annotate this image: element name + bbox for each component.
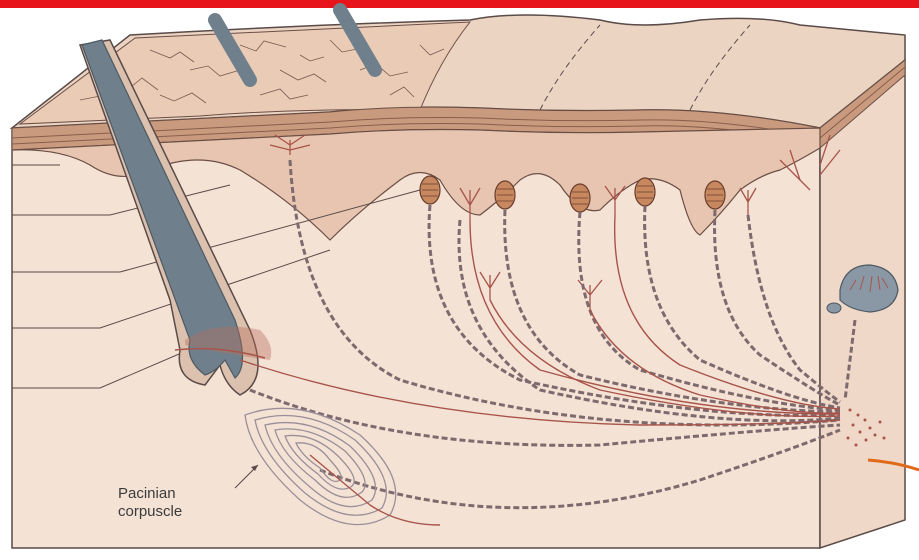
pacinian-label-line1: Pacinian: [118, 485, 176, 502]
top-red-bar: [0, 0, 919, 8]
pacinian-label-line2: corpuscle: [118, 503, 182, 520]
